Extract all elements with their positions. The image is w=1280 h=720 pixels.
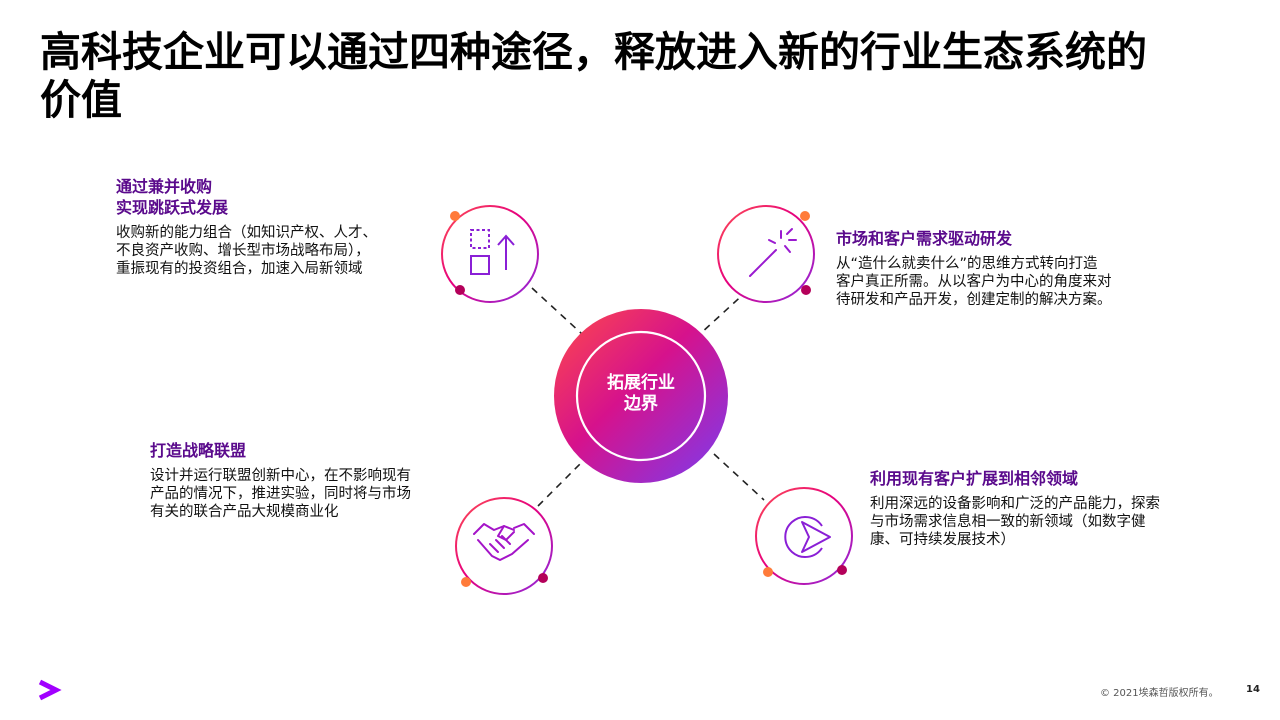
title-line-2: 价值 [40, 76, 122, 124]
block-heading: 利用现有客户扩展到相邻领域 [870, 468, 1200, 489]
center-circle [554, 309, 728, 483]
body-line: 有关的联合产品大规模商业化 [150, 504, 339, 520]
block-bottom-left: 打造战略联盟 设计并运行联盟创新中心，在不影响现有 产品的情况下，推进实验，同时… [150, 440, 450, 521]
node-dot-orange [450, 211, 460, 221]
title-line-1: 高科技企业可以通过四种途径，释放进入新的行业生态系统的 [40, 28, 1147, 76]
heading-line: 通过兼并收购 [116, 177, 213, 196]
body-line: 从“造什么就卖什么”的思维方式转向打造 [836, 256, 1098, 272]
block-body: 设计并运行联盟创新中心，在不影响现有 产品的情况下，推进实验，同时将与市场 有关… [150, 467, 450, 521]
block-body: 收购新的能力组合（如知识产权、人才、 不良资产收购、增长型市场战略布局）， 重振… [116, 224, 416, 278]
block-bottom-right: 利用现有客户扩展到相邻领域 利用深远的设备影响和广泛的产品能力，探索 与市场需求… [870, 468, 1200, 549]
heading-line: 打造战略联盟 [150, 441, 247, 460]
page-title: 高科技企业可以通过四种途径，释放进入新的行业生态系统的 价值 [40, 28, 1220, 124]
node-dot-orange [763, 567, 773, 577]
center-label: 拓展行业 边界 [580, 373, 702, 415]
body-line: 重振现有的投资组合，加速入局新领域 [116, 261, 363, 277]
body-line: 与市场需求信息相一致的新领域（如数字健 [870, 514, 1146, 530]
center-label-line-1: 拓展行业 [607, 373, 675, 393]
connector-top-right [699, 289, 749, 335]
node-dot-magenta [455, 285, 465, 295]
body-line: 收购新的能力组合（如知识产权、人才、 [116, 225, 377, 241]
node-dot-magenta [538, 573, 548, 583]
body-line: 客户真正所需。从以客户为中心的角度来对 [836, 274, 1112, 290]
magic-wand-icon [749, 228, 797, 277]
node-dot-orange [461, 577, 471, 587]
heading-line: 利用现有客户扩展到相邻领域 [870, 469, 1079, 488]
connector-bottom-right [713, 453, 765, 501]
heading-line: 市场和客户需求驱动研发 [836, 229, 1013, 248]
node-dot-magenta [837, 565, 847, 575]
handshake-icon [473, 523, 535, 561]
block-heading: 打造战略联盟 [150, 440, 450, 461]
body-line: 设计并运行联盟创新中心，在不影响现有 [150, 468, 411, 484]
block-heading: 市场和客户需求驱动研发 [836, 228, 1156, 249]
squares-arrow-up-icon [470, 229, 515, 275]
center-label-line-2: 边界 [624, 394, 658, 414]
node-top-right [717, 205, 815, 303]
body-line: 产品的情况下，推进实验，同时将与市场 [150, 486, 411, 502]
body-line: 不良资产收购、增长型市场战略布局）， [116, 243, 370, 259]
node-dot-magenta [801, 285, 811, 295]
block-body: 利用深远的设备影响和广泛的产品能力，探索 与市场需求信息相一致的新领域（如数字健… [870, 495, 1200, 549]
footer-copyright: © 2021埃森哲版权所有。 [1100, 688, 1219, 699]
heading-line: 实现跳跃式发展 [116, 198, 229, 217]
connector-top-left [531, 287, 583, 335]
node-top-left [441, 205, 539, 303]
page-number: 14 [1246, 684, 1260, 695]
compass-pointer-icon [784, 516, 831, 558]
block-body: 从“造什么就卖什么”的思维方式转向打造 客户真正所需。从以客户为中心的角度来对 … [836, 255, 1156, 309]
body-line: 康、可持续发展技术） [870, 532, 1015, 548]
node-dot-orange [800, 211, 810, 221]
block-top-left: 通过兼并收购 实现跳跃式发展 收购新的能力组合（如知识产权、人才、 不良资产收购… [116, 176, 416, 278]
center-inner-ring [575, 330, 707, 462]
block-heading: 通过兼并收购 实现跳跃式发展 [116, 176, 416, 218]
node-bottom-right [755, 487, 853, 585]
accenture-logo [38, 679, 62, 701]
block-top-right: 市场和客户需求驱动研发 从“造什么就卖什么”的思维方式转向打造 客户真正所需。从… [836, 228, 1156, 309]
node-bottom-left [455, 497, 553, 595]
body-line: 待研发和产品开发，创建定制的解决方案。 [836, 292, 1112, 308]
connector-bottom-left [537, 457, 587, 507]
body-line: 利用深远的设备影响和广泛的产品能力，探索 [870, 496, 1160, 512]
